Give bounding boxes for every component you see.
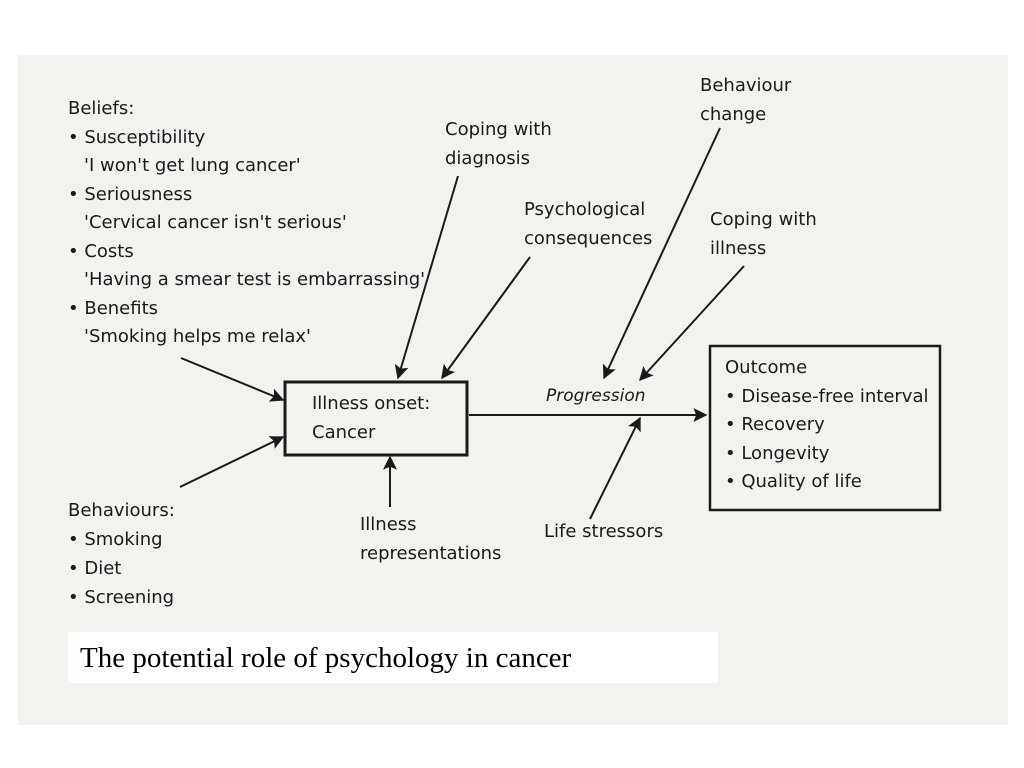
arrow-behaviours-to-onset [179,436,285,488]
behaviours-title: Behaviours: [68,500,175,521]
belief-quote: 'Smoking helps me relax' [84,326,311,347]
belief-label: Susceptibility [68,124,425,153]
onset-line1: Illness onset: [312,393,431,414]
illness-representations-label: Illness representations [360,511,501,568]
behaviour-change-line2: change [700,103,767,125]
illness-onset-box [283,380,469,457]
outcome-item: Recovery [725,411,928,440]
coping-diagnosis-label: Coping with diagnosis [445,116,552,173]
beliefs-block: Beliefs: Susceptibility 'I won't get lun… [68,95,425,352]
behaviour-change-line1: Behaviour [700,75,792,96]
behaviours-block: Behaviours: Smoking Diet Screening [68,496,175,612]
belief-label: Benefits [68,295,425,324]
outcome-box [708,344,942,512]
coping-illness-line2: illness [710,237,767,259]
outcome-item: Quality of life [725,468,928,497]
beliefs-title: Beliefs: [68,98,135,119]
psych-line1: Psychological [524,199,646,220]
arrow-coping-illness [639,265,745,382]
progression-label: Progression [546,386,646,406]
representations-line2: representations [360,542,502,564]
behaviour-item: Smoking [68,525,175,554]
belief-label: Seriousness [68,181,425,210]
illness-onset-label: Illness onset: Cancer [312,390,430,447]
belief-quote: 'I won't get lung cancer' [84,155,301,176]
coping-diagnosis-line1: Coping with [445,119,552,140]
arrow-coping-diagnosis [394,175,459,380]
outcome-item: Disease-free interval [725,383,928,412]
arrow-psych-consequences [441,256,531,380]
onset-line2: Cancer [312,421,376,443]
caption-box [68,632,718,683]
belief-quote: 'Having a smear test is embarrassing' [84,269,426,290]
arrow-behaviour-change [602,127,721,380]
arrow-beliefs-to-onset [180,357,285,402]
coping-illness-line1: Coping with [710,209,817,230]
outcome-title: Outcome [725,357,808,378]
behaviour-item: Screening [68,583,175,612]
belief-quote: 'Cervical cancer isn't serious' [84,212,347,233]
life-stressors-label: Life stressors [544,521,664,542]
outcome-block: Outcome Disease-free interval Recovery L… [725,354,928,497]
belief-label: Costs [68,238,425,267]
psych-line2: consequences [524,227,653,249]
behaviour-item: Diet [68,554,175,583]
coping-diagnosis-line2: diagnosis [445,147,531,169]
psych-consequences-label: Psychological consequences [524,196,652,253]
behaviour-change-label: Behaviour change [700,72,791,129]
arrow-life-stressors [589,416,641,520]
representations-line1: Illness [360,514,417,535]
caption: The potential role of psychology in canc… [80,642,572,674]
outcome-item: Longevity [725,440,928,469]
coping-illness-label: Coping with illness [710,206,817,263]
